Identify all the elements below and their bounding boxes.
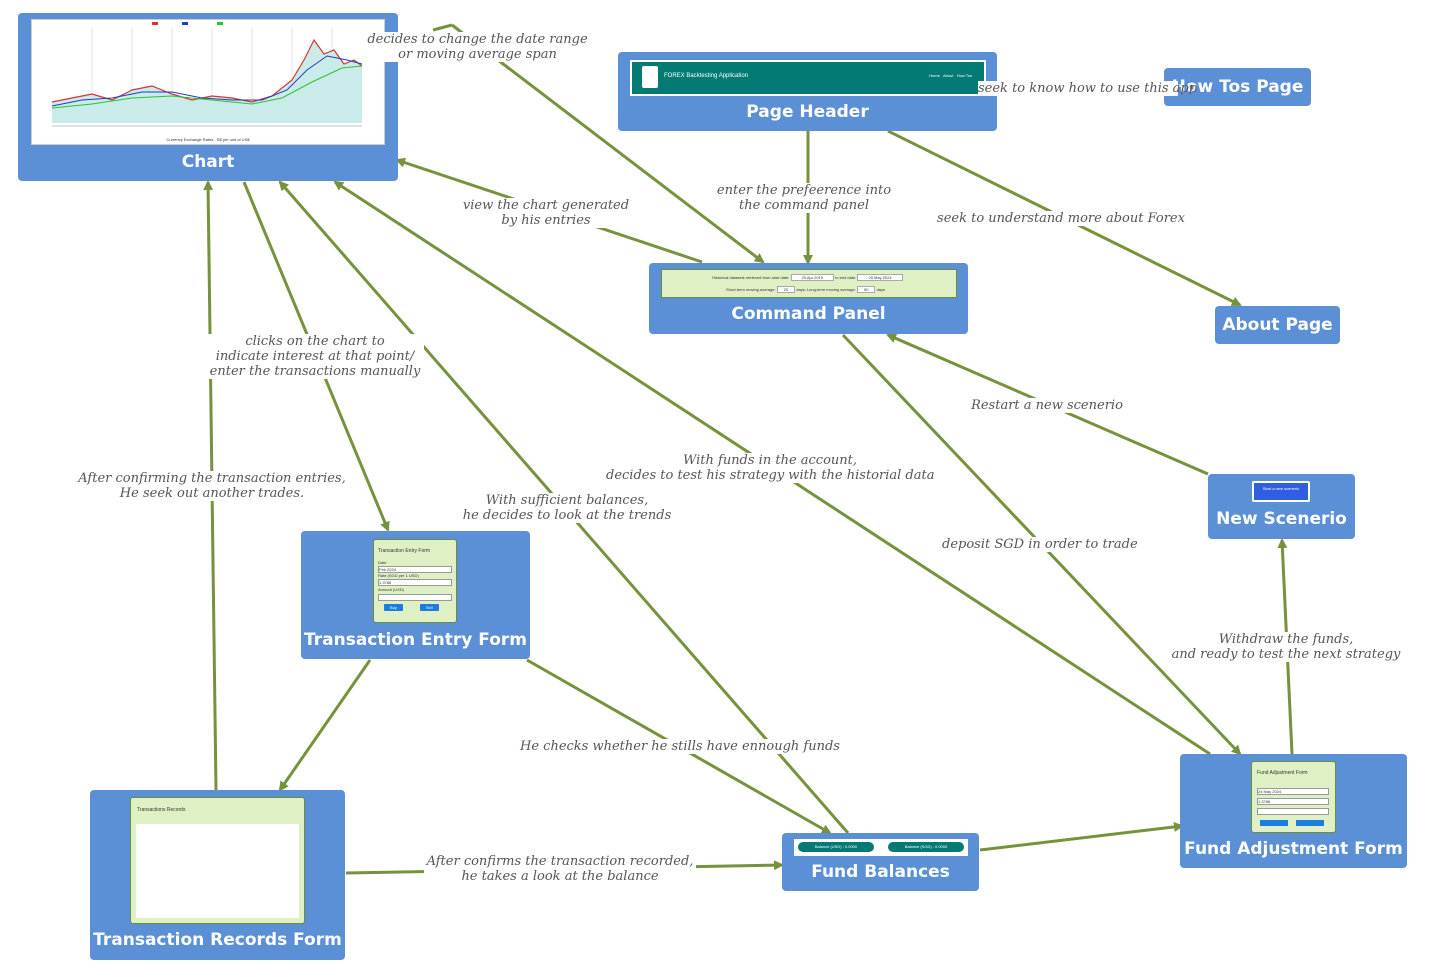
records-title: Transactions Records xyxy=(137,807,186,813)
nav-home: Home xyxy=(929,73,940,78)
adjust-amount-field xyxy=(1257,808,1329,815)
how-tos-page-node[interactable]: How Tos Page xyxy=(1164,68,1311,106)
transaction-entry-form-node[interactable]: Transaction Entry Form Date Feb 2024 Rat… xyxy=(301,531,530,659)
edge-entry-records xyxy=(278,659,372,792)
fund-adjustment-form-title: Fund Adjustment Form xyxy=(1184,839,1403,859)
new-scenerio-node[interactable]: Start a new scenerio New Scenerio xyxy=(1208,474,1355,539)
records-thumbnail: Transactions Records xyxy=(130,797,305,924)
fund-adjustment-thumbnail: Fund Adjustment Form 24 May 2024 1.3786 xyxy=(1251,761,1336,833)
label-after-confirming: After confirming the transaction entries… xyxy=(78,471,346,501)
adjust-rate-field: 1.3786 xyxy=(1257,798,1329,805)
balance-sgd-badge: Balance (SGD) : 0.0000 xyxy=(888,842,964,852)
entry-amount-field xyxy=(378,594,452,601)
new-scenerio-title: New Scenerio xyxy=(1216,509,1347,529)
command-panel-thumbnail: Historical datasets retrieved from start… xyxy=(661,269,957,298)
transaction-records-form-title: Transaction Records Form xyxy=(93,930,342,950)
label-funds-account: With funds in the account,decides to tes… xyxy=(606,453,935,483)
fund-balances-title: Fund Balances xyxy=(811,862,950,882)
label-after-confirms: After confirms the transaction recorded,… xyxy=(424,854,696,884)
entry-sell-button: Sell xyxy=(420,604,439,611)
chart-title: Chart xyxy=(181,152,235,172)
page-header-node[interactable]: FOREX Backtesting Application Home About… xyxy=(618,52,997,131)
header-logo-icon xyxy=(642,66,658,88)
entry-buy-button: Buy xyxy=(384,604,403,611)
records-table-area xyxy=(136,824,299,918)
nav-how-tos: How Tos xyxy=(956,73,972,78)
fund-adjustment-form-node[interactable]: Fund Adjustment Form 24 May 2024 1.3786 … xyxy=(1180,754,1407,868)
entry-rate-field: 1.3786 xyxy=(378,579,452,586)
about-page-title: About Page xyxy=(1222,315,1333,335)
entry-date-field: Feb 2024 xyxy=(378,566,452,573)
header-nav: Home About How Tos xyxy=(929,73,972,78)
fund-balances-node[interactable]: Balance (USD) : 0.0000 Balance (SGD) : 0… xyxy=(782,833,979,891)
label-sufficient: With sufficient balances,he decides to l… xyxy=(460,493,674,523)
chart-node[interactable]: Currency Exchange Rates - S$ per unit of… xyxy=(18,13,398,181)
command-row-averages: Short-term moving average: 20 days; Long… xyxy=(726,286,886,293)
label-how-to: seek to know how to use this app xyxy=(978,81,1198,96)
adjust-deposit-button xyxy=(1260,820,1288,826)
command-row-dates: Historical datasets retrieved from start… xyxy=(712,274,903,281)
start-new-scenerio-button: Start a new scenerio xyxy=(1252,481,1310,502)
label-withdraw: Withdraw the funds,and ready to test the… xyxy=(1168,632,1404,662)
balance-usd-badge: Balance (USD) : 0.0000 xyxy=(798,842,874,852)
fund-balances-thumbnail: Balance (USD) : 0.0000 Balance (SGD) : 0… xyxy=(794,839,968,856)
edge-change-range-b xyxy=(451,23,765,264)
about-page-node[interactable]: About Page xyxy=(1215,306,1340,344)
edge-change-range xyxy=(432,23,453,32)
adjust-date-field: 24 May 2024 xyxy=(1257,788,1329,795)
label-checks: He checks whether he stills have ennough… xyxy=(520,739,840,754)
transaction-entry-form-title: Transaction Entry Form xyxy=(304,630,527,650)
chart-preview-graphic xyxy=(51,22,363,127)
adjust-form-title: Fund Adjustment Form xyxy=(1257,770,1308,776)
entry-form-thumbnail: Transaction Entry Form Date Feb 2024 Rat… xyxy=(373,539,457,623)
nav-about: About xyxy=(942,73,954,78)
adjust-withdraw-button xyxy=(1296,820,1324,826)
how-tos-page-title: How Tos Page xyxy=(1171,77,1304,97)
command-panel-title: Command Panel xyxy=(731,304,886,324)
command-panel-node[interactable]: Historical datasets retrieved from start… xyxy=(649,263,968,334)
label-deposit: deposit SGD in order to trade xyxy=(942,537,1138,552)
edge-balances-adjust xyxy=(979,821,1184,852)
transaction-records-form-node[interactable]: Transactions Records Transaction Records… xyxy=(90,790,345,960)
page-header-title: Page Header xyxy=(746,102,869,122)
entry-form-title: Transaction Entry Form xyxy=(378,548,431,554)
header-app-title: FOREX Backtesting Application xyxy=(664,73,749,79)
chart-caption: Currency Exchange Rates - S$ per unit of… xyxy=(166,137,250,142)
page-header-thumbnail: FOREX Backtesting Application Home About… xyxy=(630,60,986,96)
chart-thumbnail: Currency Exchange Rates - S$ per unit of… xyxy=(31,19,385,145)
label-forex: seek to understand more about Forex xyxy=(937,211,1185,226)
label-restart: Restart a new scenerio xyxy=(968,398,1126,413)
